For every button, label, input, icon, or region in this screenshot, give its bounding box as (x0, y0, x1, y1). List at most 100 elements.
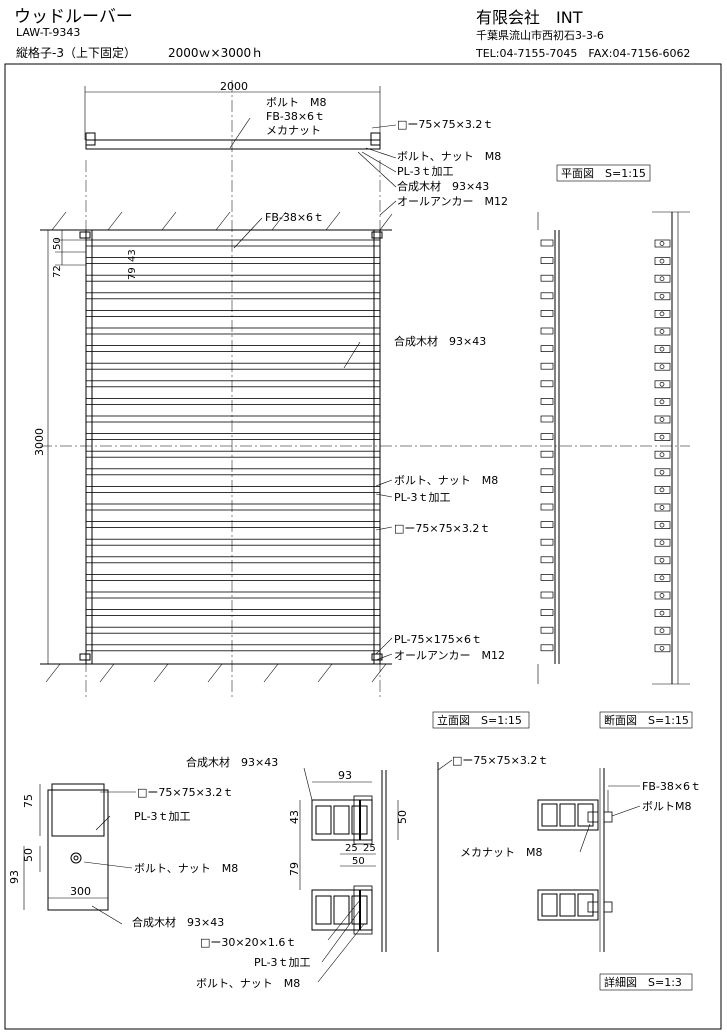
section2-bolt (659, 276, 665, 282)
detail-right-label-fb: FB-38×6ｔ (642, 780, 701, 793)
section1-slat (540, 274, 554, 282)
section2-bolt (659, 645, 665, 651)
section2-bolt (659, 469, 665, 475)
detail-right-label-nut: メカナット M8 (460, 846, 543, 859)
section1-slat (540, 503, 554, 511)
detail-left-dim-50: 50 (22, 848, 35, 862)
section2-slat (654, 292, 671, 301)
elevation-slat (85, 521, 381, 528)
plan-post-right (370, 132, 381, 146)
section2-bolt (659, 311, 665, 317)
plan-label-pl: PL-3ｔ加工 (397, 165, 454, 178)
section2-bolt (659, 399, 665, 405)
elevation-slat (85, 556, 381, 564)
section2-slat (654, 538, 671, 547)
section2-slat (654, 556, 671, 565)
section2-slat (654, 310, 671, 318)
plan-leader-tube (371, 124, 397, 129)
section1-slat (540, 450, 554, 458)
section1-slat (540, 609, 554, 616)
elev-label-plate: PL-75×175×6ｔ (394, 633, 482, 646)
elevation-slat (85, 433, 381, 441)
elevation-slat (85, 380, 381, 388)
section1-slat (540, 257, 554, 264)
detail-center-dim-25b: 25 (363, 843, 376, 854)
section2-bolt (659, 505, 665, 510)
section2-slat (654, 591, 671, 600)
section1-slat (540, 239, 554, 247)
section2-slat (654, 433, 671, 441)
plan-label-tube: □ー75×75×3.2ｔ (397, 118, 493, 131)
detail-left-dim-75: 75 (22, 794, 35, 808)
elevation-slat (85, 591, 381, 599)
section2-slat (654, 450, 671, 459)
section2-bolt (659, 258, 665, 264)
elev-label-bolt-nut: ボルト、ナット M8 (394, 474, 498, 487)
section1-slat (540, 292, 554, 300)
section2-bolt (659, 540, 665, 546)
detail-left-bolt-circle (70, 852, 82, 864)
elevation-view (40, 211, 690, 683)
section2-bolt (659, 346, 665, 352)
section2-slat (654, 626, 671, 635)
detail-center-label-pl: PL-3ｔ加工 (254, 956, 311, 969)
section1-slat (540, 521, 554, 528)
section2-slat (654, 415, 671, 424)
elevation-slat (85, 538, 381, 546)
detail-left-label-wood: 合成木材 93×43 (132, 915, 224, 929)
section2-bolt (659, 364, 665, 370)
section-scale-box (599, 711, 693, 729)
plan-view (84, 80, 397, 700)
section2-bolt (659, 381, 665, 387)
section2-slat (654, 274, 671, 283)
elev-label-pl: PL-3ｔ加工 (394, 491, 451, 504)
plan-label-anchor: オールアンカー M12 (397, 195, 508, 208)
elevation-slat (85, 485, 381, 493)
section2-bolt (659, 593, 665, 598)
side-section-2 (652, 211, 690, 685)
elevation-slats (85, 239, 381, 652)
section2-bolt (659, 417, 665, 422)
section-scale-title: 断面図 S=1:15 (604, 713, 689, 727)
elev-dim-43: 43 (127, 249, 138, 262)
plan-rail (85, 139, 381, 150)
elevation-slat (85, 644, 381, 652)
plan-post-left (85, 132, 96, 146)
plan-dim-width: 2000 (220, 80, 248, 93)
section2-bolt (659, 575, 665, 581)
elev-label-anchor: オールアンカー M12 (394, 649, 505, 662)
plan-label-wood: 合成木材 93×43 (397, 179, 489, 193)
company-phone: TEL:04-7155-7045 FAX:04-7156-6062 (476, 47, 691, 60)
section2-bolt (659, 293, 665, 299)
plan-label-fb: FB-38×6ｔ (266, 110, 325, 123)
section2-slat (654, 521, 671, 529)
detail-left-label-bolt-nut: ボルト、ナット M8 (134, 862, 238, 875)
section2-bolt (659, 628, 665, 634)
plan-scale-box (556, 164, 651, 182)
company-name: 有限会社 INT (476, 8, 583, 27)
side-section-1 (537, 212, 560, 684)
section1-slat (540, 591, 554, 599)
detail-scale-title: 詳細図 S=1:3 (604, 975, 682, 989)
section2-bolt (659, 557, 665, 563)
section1-slats (540, 239, 554, 652)
section1-slat (540, 433, 554, 440)
elevation-slat (85, 397, 381, 405)
section2-slat (654, 239, 671, 248)
elevation-slat (85, 274, 381, 282)
elevation-slat (85, 574, 381, 581)
detail-center-label-bolt-nut: ボルト、ナット M8 (196, 977, 300, 990)
plan-scale-title: 平面図 S=1:15 (561, 167, 646, 180)
elev-scale-title: 立面図 S=1:15 (437, 713, 522, 727)
elev-dim-3000: 3000 (33, 428, 46, 456)
elevation-slat (85, 362, 381, 370)
elev-anchor-bottom-left (79, 653, 91, 661)
section2-slat (654, 609, 671, 617)
product-name: ウッドルーバー (14, 7, 133, 27)
detail-center (299, 759, 453, 983)
section1-slat (540, 538, 554, 546)
section1-slat (540, 398, 554, 405)
plan-label-bolt: ボルト M8 (266, 96, 327, 109)
elevation-slat (85, 503, 381, 511)
sheet-border (4, 63, 722, 1030)
